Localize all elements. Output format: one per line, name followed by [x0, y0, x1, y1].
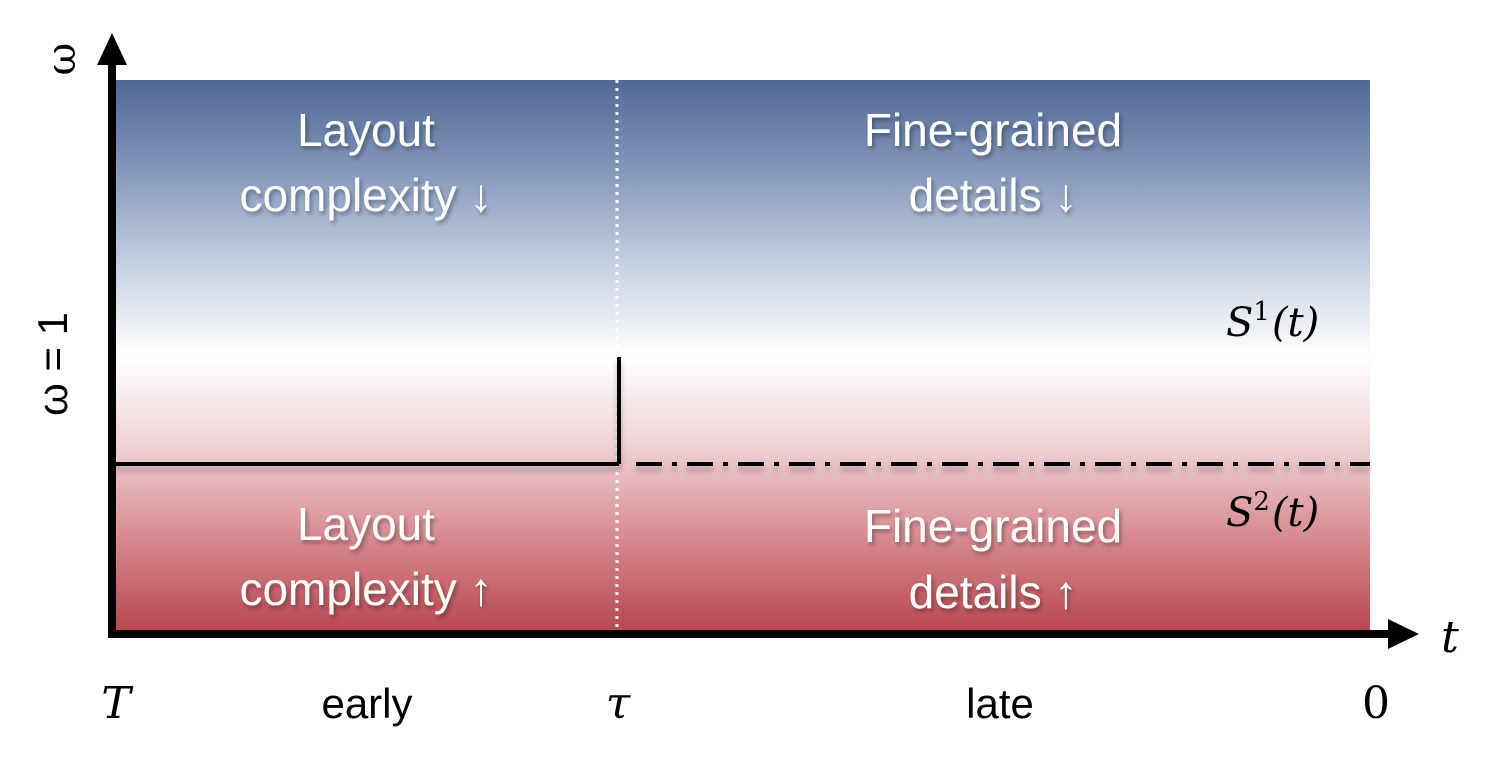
omega-one-label: ω = 1 [29, 312, 76, 416]
s1-arg: (t) [1272, 300, 1319, 346]
s2-symbol: S [1226, 490, 1253, 536]
tau-label: τ [606, 678, 631, 729]
lower-left-label-line1: Layout [297, 498, 435, 550]
x-end-label: 0 [1362, 678, 1390, 729]
s2-superscript: 2 [1253, 487, 1270, 517]
upper-right-label-line1: Fine-grained [864, 104, 1122, 156]
early-label: early [321, 680, 412, 727]
s2-arg: (t) [1272, 490, 1319, 536]
late-label: late [966, 680, 1034, 727]
x-axis-arrowhead [1388, 619, 1419, 649]
y-axis-arrowhead [97, 33, 127, 65]
upper-left-label-line1: Layout [297, 104, 435, 156]
upper-right-label-line2: details ↓ [909, 169, 1078, 221]
s2-label: S2(t) [1226, 487, 1319, 536]
x-start-label: T [101, 678, 134, 729]
x-axis-label: t [1441, 612, 1459, 663]
y-axis-label: ω [39, 43, 85, 76]
lower-left-label-line2: complexity ↑ [239, 563, 492, 615]
s2-schedule [114, 357, 1370, 466]
lower-right-label-line1: Fine-grained [864, 500, 1122, 552]
s1-superscript: 1 [1253, 297, 1270, 327]
upper-left-label-line2: complexity ↓ [239, 169, 492, 221]
s1-label: S1(t) [1226, 297, 1319, 346]
s1-symbol: S [1226, 300, 1253, 346]
lower-right-label-line2: details ↑ [909, 566, 1078, 618]
